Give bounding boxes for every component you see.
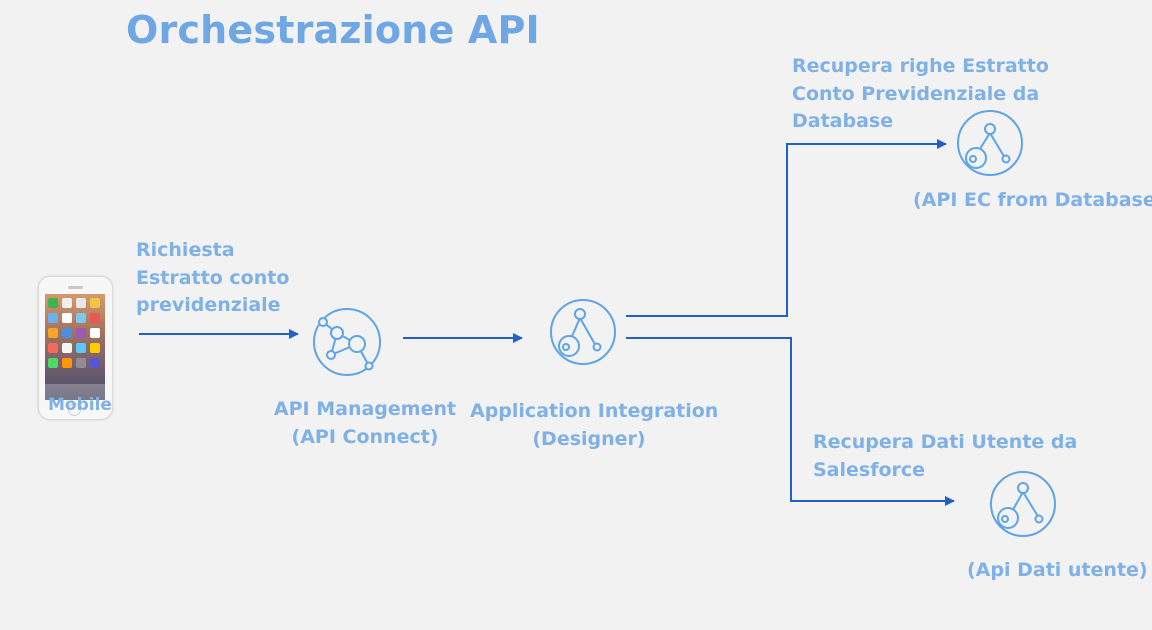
application-integration-label: Application Integration (Designer) [470,398,719,453]
phone-app-grid [48,298,104,368]
api-management-name: API Management [273,398,457,420]
phone-app-icon [90,343,100,353]
branch-top-label: Recupera righe Estratto Conto Previdenzi… [792,53,1049,136]
phone-app-icon [90,313,100,323]
api-dati-label: (Api Dati utente) [967,559,1148,581]
phone-app-icon [62,343,72,353]
branch-top-line: Recupera righe Estratto [792,55,1049,77]
phone-app-icon [48,343,58,353]
branch-bottom-line: Recupera Dati Utente da [813,431,1078,453]
api-management-product: (API Connect) [291,425,439,448]
phone-app-icon [76,343,86,353]
api-connect-icon [313,308,381,376]
branch-top-line: Conto Previdenziale da [792,82,1040,105]
phone-app-icon [48,298,58,308]
branch-top-line: Database [792,110,894,132]
phone-app-icon [62,313,72,323]
phone-app-icon [62,328,72,338]
phone-home-button [68,403,81,416]
request-label-line: previdenziale [136,294,281,316]
phone-app-icon [48,358,58,368]
phone-app-icon [76,313,86,323]
api-ec-label: (API EC from Database) [913,189,1152,211]
mobile-label: Mobile [48,395,112,415]
phone-app-icon [48,313,58,323]
page-title: Orchestrazione API [126,8,540,52]
mobile-phone-image [38,276,113,420]
phone-app-icon [90,358,100,368]
api-dati-icon [990,471,1056,537]
branch-bottom-line: Salesforce [813,458,926,481]
phone-app-icon [62,298,72,308]
branch-bottom-label: Recupera Dati Utente da Salesforce [813,429,1077,484]
phone-app-icon [90,328,100,338]
request-label: Richiesta Estratto conto previdenziale [136,237,289,320]
phone-dock [45,384,105,400]
phone-app-icon [62,358,72,368]
phone-app-icon [48,328,58,338]
api-management-label: API Management (API Connect) [270,396,460,451]
integration-icon [550,299,616,365]
arrow-integration-to-api-ec [626,139,947,317]
application-integration-name: Application Integration [470,400,719,422]
application-integration-product: (Designer) [532,427,646,450]
api-ec-icon [957,110,1023,176]
phone-screen [45,294,105,400]
request-label-line: Estratto conto [136,266,290,289]
phone-app-icon [76,328,86,338]
arrow-integration-to-api-dati [626,337,955,506]
phone-speaker [68,286,83,289]
phone-app-icon [76,298,86,308]
phone-app-icon [76,358,86,368]
request-label-line: Richiesta [136,239,235,261]
phone-app-icon [90,298,100,308]
